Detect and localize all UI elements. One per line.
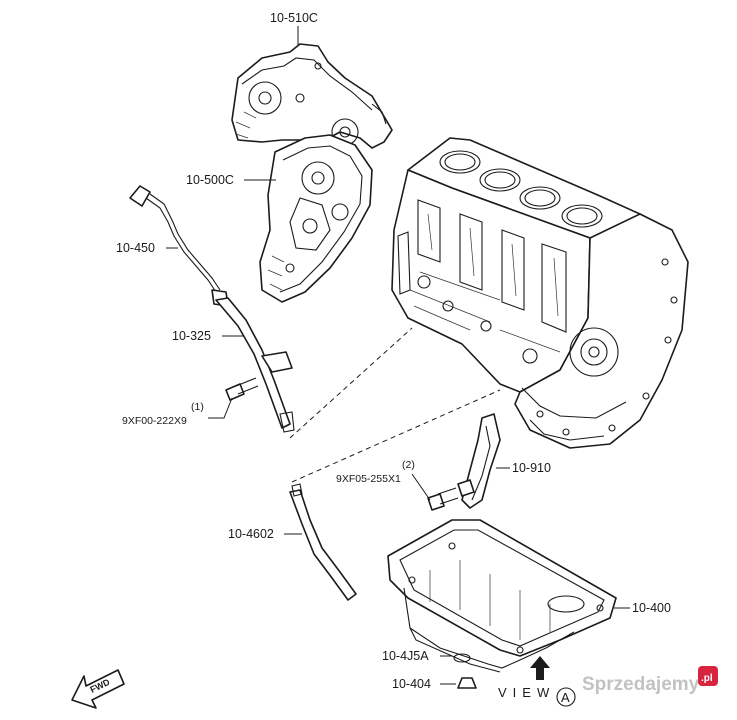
label-10-400: 10-400: [632, 601, 671, 615]
engine-block: [391, 137, 689, 449]
watermark-tld: .pl: [701, 673, 713, 684]
oil-pan: [387, 519, 617, 673]
view-letter: A: [561, 690, 570, 705]
timing-cover-inner: [259, 134, 373, 303]
label-bolt1-qty: (1): [191, 401, 204, 413]
view-a-marker: VIEW A: [498, 656, 576, 707]
bolt-9xf00: [225, 377, 259, 401]
view-label: VIEW: [498, 685, 555, 700]
watermark: Sprzedajemy .pl: [582, 666, 718, 695]
view-arrow-icon: [530, 656, 550, 680]
fwd-arrow-icon: [71, 669, 125, 709]
watermark-logo-icon: [698, 666, 718, 686]
oil-strainer-pipe: [289, 483, 357, 601]
label-9xf00-222x9: 9XF00-222X9: [122, 415, 187, 427]
label-10-510c: 10-510C: [270, 11, 318, 25]
label-9xf05-255x1: 9XF05-255X1: [336, 473, 401, 485]
leader-lines: [166, 26, 630, 685]
drain-gasket: [453, 653, 471, 663]
label-10-450: 10-450: [116, 241, 155, 255]
bracket-10-910: [457, 413, 501, 509]
label-10-500c: 10-500C: [186, 173, 234, 187]
bolt-9xf05: [427, 487, 459, 511]
label-10-4j5a: 10-4J5A: [382, 649, 429, 663]
fwd-marker: FWD: [71, 669, 125, 709]
label-10-404: 10-404: [392, 677, 431, 691]
alignment-line-upper: [289, 327, 413, 439]
timing-cover-outer: [231, 43, 393, 151]
label-bolt2-qty: (2): [402, 459, 415, 471]
dipstick-tube: [215, 297, 295, 433]
label-10-910: 10-910: [512, 461, 551, 475]
watermark-brand: Sprzedajemy: [582, 674, 700, 695]
drain-plug: [457, 677, 477, 689]
alignment-line-lower: [291, 389, 501, 483]
label-10-4602: 10-4602: [228, 527, 274, 541]
label-10-325: 10-325: [172, 329, 211, 343]
